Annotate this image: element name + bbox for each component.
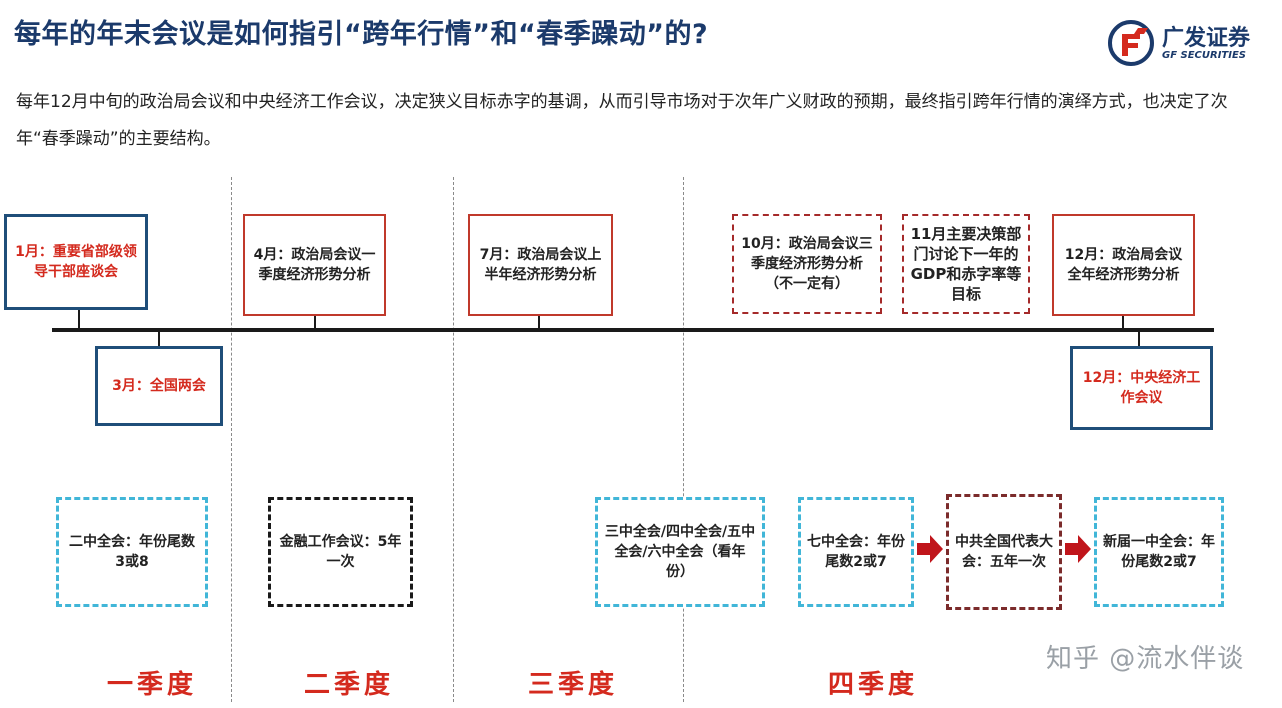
timeline-axis <box>52 328 1214 332</box>
plenum-box: 金融工作会议：5年一次 <box>268 497 413 607</box>
plenum-box: 三中全会/四中全会/五中全会/六中全会（看年份） <box>595 497 765 607</box>
gf-logo-icon <box>1108 20 1154 66</box>
plenum-label: 三中全会/四中全会/五中全会/六中全会（看年份） <box>604 524 756 580</box>
plenum-label: 中共全国代表大会：五年一次 <box>955 534 1053 570</box>
event-box-jan: 1月：重要省部级领导干部座谈会 <box>4 214 148 310</box>
axis-tick <box>78 310 80 330</box>
axis-tick <box>538 316 540 330</box>
plenum-box: 中共全国代表大会：五年一次 <box>946 494 1062 610</box>
event-box-mar: 3月：全国两会 <box>95 346 223 426</box>
event-label: 12月：中央经济工作会议 <box>1082 370 1201 406</box>
event-label: 12月：政治局会议全年经济形势分析 <box>1064 247 1183 283</box>
event-label: 10月：政治局会议三季度经济形势分析（不一定有） <box>741 236 873 292</box>
event-box-apr: 4月：政治局会议一季度经济形势分析 <box>243 214 386 316</box>
event-label: 3月：全国两会 <box>112 378 206 394</box>
plenum-label: 新届一中全会：年份尾数2或7 <box>1103 534 1215 570</box>
event-box-oct: 10月：政治局会议三季度经济形势分析（不一定有） <box>732 214 882 314</box>
event-label: 4月：政治局会议一季度经济形势分析 <box>253 247 376 283</box>
event-box-nov: 11月主要决策部门讨论下一年的GDP和赤字率等目标 <box>902 214 1030 314</box>
plenum-box: 七中全会：年份尾数2或7 <box>798 497 914 607</box>
quarter-label-q3: 三季度 <box>528 670 619 700</box>
plenum-box: 二中全会：年份尾数3或8 <box>56 497 208 607</box>
plenum-label: 七中全会：年份尾数2或7 <box>807 534 905 570</box>
event-box-dec-politburo: 12月：政治局会议全年经济形势分析 <box>1052 214 1195 316</box>
right-arrow-icon <box>1065 535 1091 563</box>
event-box-jul: 7月：政治局会议上半年经济形势分析 <box>468 214 613 316</box>
axis-tick <box>158 330 160 346</box>
watermark: 知乎 @流水伴谈 <box>1046 644 1245 674</box>
logo-text-en: GF SECURITIES <box>1162 50 1247 61</box>
axis-tick <box>1122 316 1124 330</box>
logo: 广发证券 GF SECURITIES <box>1108 20 1273 66</box>
axis-tick <box>1138 330 1140 346</box>
quarter-label-q2: 二季度 <box>304 670 395 700</box>
right-arrow-icon <box>917 535 943 563</box>
quarter-divider <box>453 177 454 702</box>
plenum-box: 新届一中全会：年份尾数2或7 <box>1094 497 1224 607</box>
quarter-divider <box>231 177 232 702</box>
event-label: 7月：政治局会议上半年经济形势分析 <box>479 247 602 283</box>
page-title: 每年的年末会议是如何指引“跨年行情”和“春季躁动”的? <box>14 19 709 50</box>
quarter-divider <box>683 177 684 702</box>
axis-tick <box>314 316 316 330</box>
description: 每年12月中旬的政治局会议和中央经济工作会议，决定狭义目标赤字的基调，从而引导市… <box>16 92 1228 149</box>
event-box-dec-cewc: 12月：中央经济工作会议 <box>1070 346 1213 430</box>
plenum-label: 二中全会：年份尾数3或8 <box>69 534 195 570</box>
event-label: 11月主要决策部门讨论下一年的GDP和赤字率等目标 <box>910 225 1022 303</box>
event-label: 1月：重要省部级领导干部座谈会 <box>15 244 137 280</box>
quarter-label-q4: 四季度 <box>828 670 919 700</box>
quarter-label-q1: 一季度 <box>107 670 198 700</box>
logo-text-cn: 广发证券 <box>1162 26 1251 51</box>
plenum-label: 金融工作会议：5年一次 <box>279 534 402 570</box>
